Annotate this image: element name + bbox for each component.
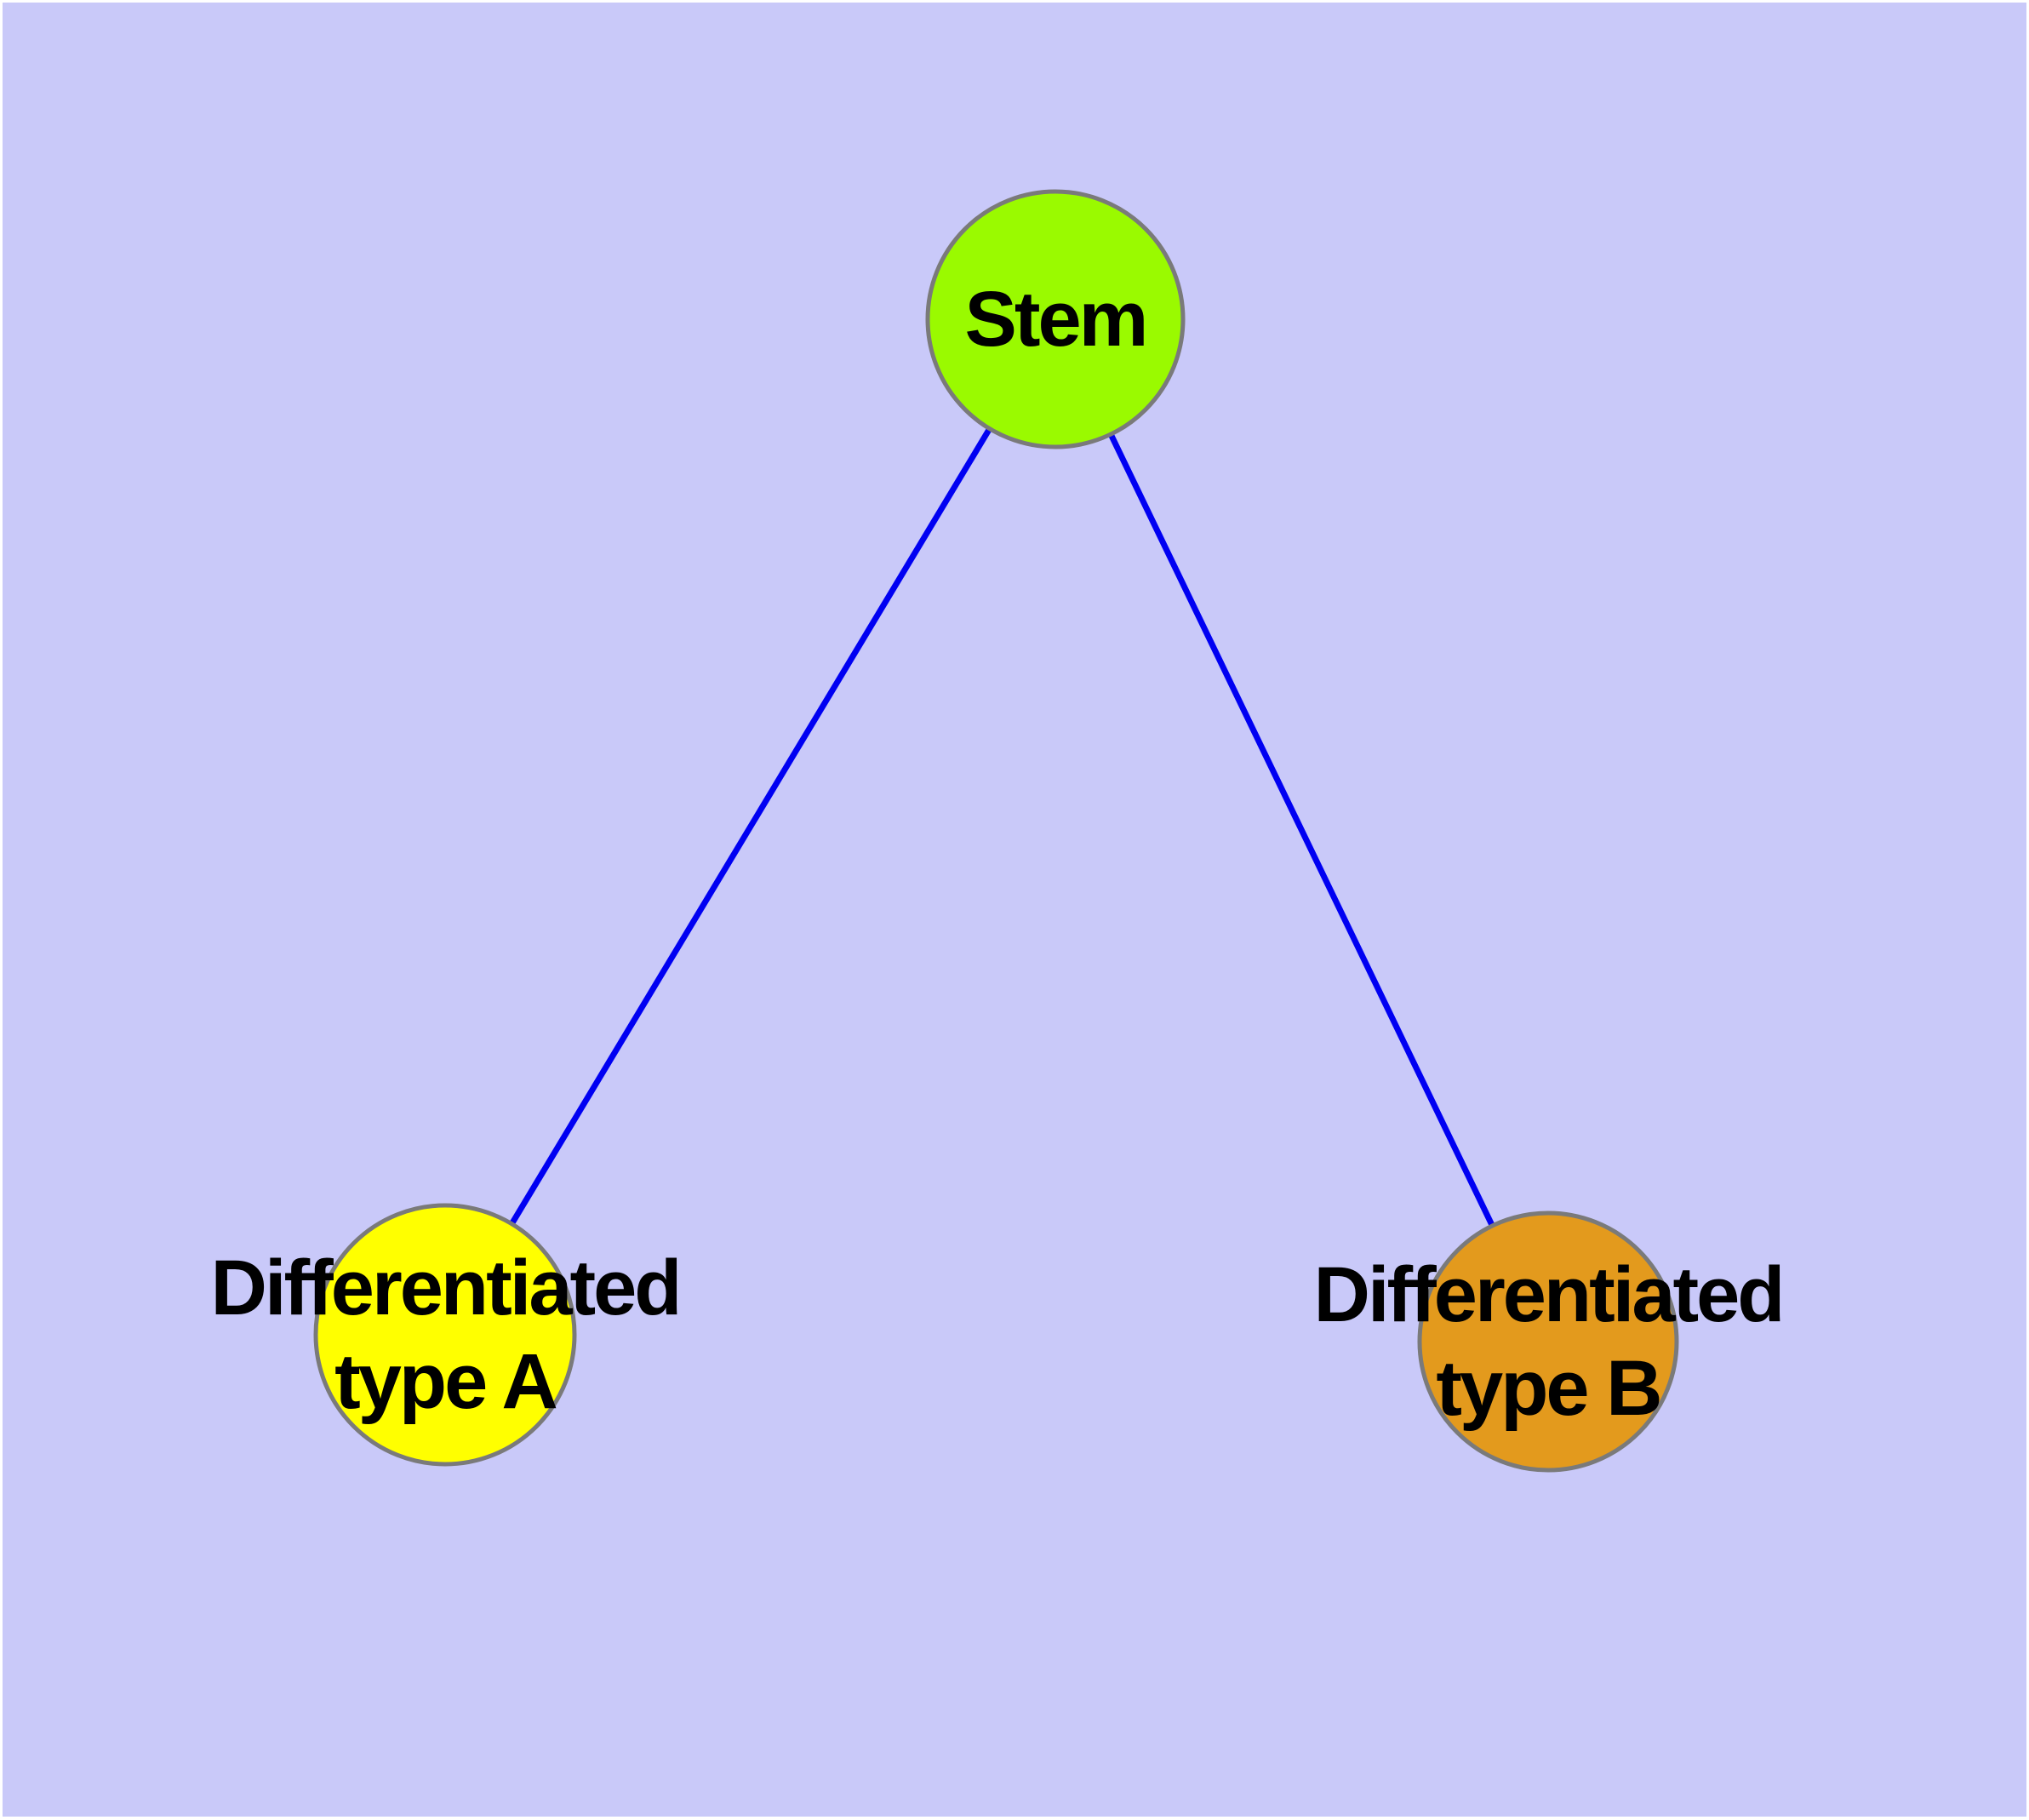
node-differentiated-type-a[interactable] (313, 1203, 577, 1467)
node-stem[interactable] (925, 189, 1186, 449)
edge-stem-to-differentiated-type-b (1052, 318, 1552, 1343)
node-differentiated-type-b[interactable] (1417, 1210, 1679, 1473)
diagram-canvas: Stem Differentiated type A Differentiate… (3, 3, 2026, 1817)
graph-svg (3, 3, 2026, 1817)
edge-stem-to-differentiated-type-a (443, 318, 1058, 1336)
